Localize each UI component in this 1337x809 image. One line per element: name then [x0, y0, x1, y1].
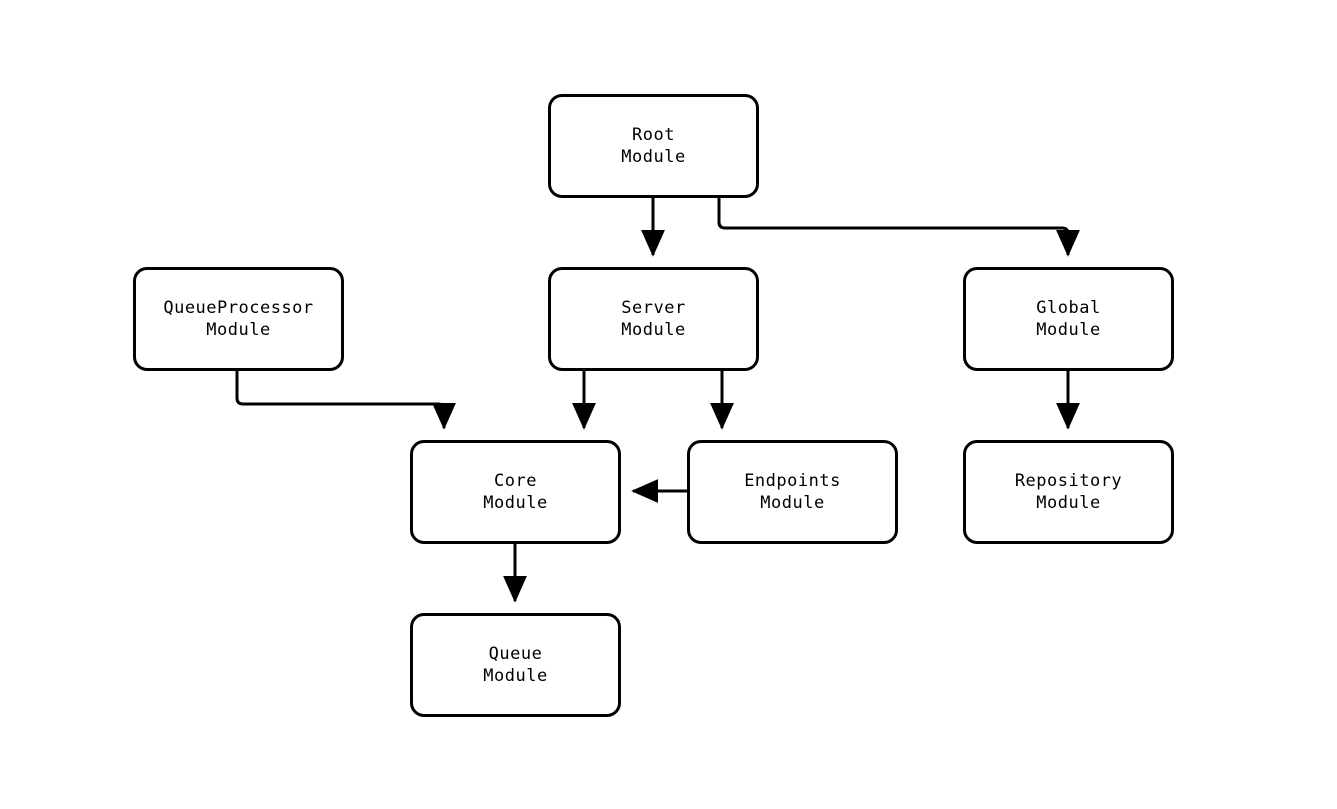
node-repository-module-suffix: Module: [1036, 493, 1101, 513]
node-server-module-name: Server: [621, 298, 686, 318]
node-queue-module-suffix: Module: [483, 666, 548, 686]
node-queueprocessor-module-name: QueueProcessor: [163, 298, 314, 318]
node-server-module[interactable]: Server Module: [548, 267, 759, 371]
node-global-module-suffix: Module: [1036, 320, 1101, 340]
node-global-module-name: Global: [1036, 298, 1101, 318]
node-queueprocessor-module-suffix: Module: [206, 320, 271, 340]
node-queueprocessor-module[interactable]: QueueProcessor Module: [133, 267, 344, 371]
node-core-module[interactable]: Core Module: [410, 440, 621, 544]
edge-root-to-global: [717, 198, 1080, 257]
node-endpoints-module-suffix: Module: [760, 493, 825, 513]
node-core-module-suffix: Module: [483, 493, 548, 513]
node-repository-module[interactable]: Repository Module: [963, 440, 1174, 544]
node-queue-module[interactable]: Queue Module: [410, 613, 621, 717]
node-core-module-name: Core: [494, 471, 537, 491]
node-server-module-suffix: Module: [621, 320, 686, 340]
edge-queueprocessor-to-core: [235, 371, 456, 430]
node-root-module-suffix: Module: [621, 147, 686, 167]
node-root-module[interactable]: Root Module: [548, 94, 759, 198]
node-queue-module-name: Queue: [488, 644, 543, 664]
node-endpoints-module[interactable]: Endpoints Module: [687, 440, 898, 544]
node-root-module-name: Root: [632, 125, 675, 145]
node-repository-module-name: Repository: [1014, 471, 1123, 491]
node-endpoints-module-name: Endpoints: [744, 471, 841, 491]
node-global-module[interactable]: Global Module: [963, 267, 1174, 371]
